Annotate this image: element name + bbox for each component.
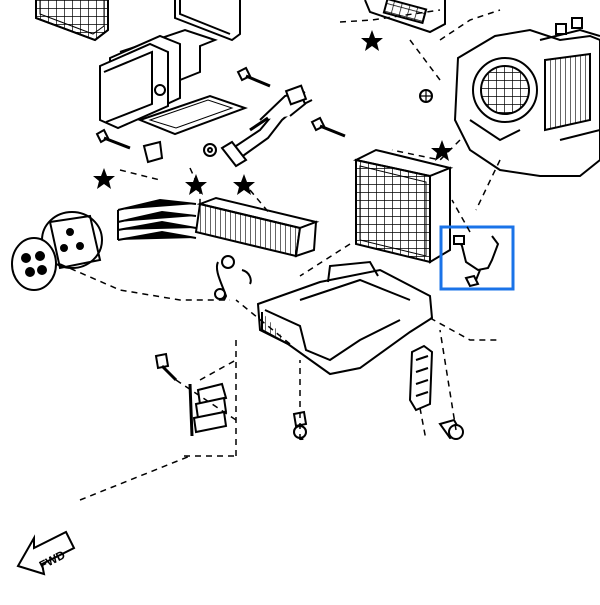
- filter-housing-top: [35, 0, 109, 42]
- blower-motor-disk: [11, 237, 57, 291]
- star-marker-3: [185, 174, 207, 195]
- leader-lines: [59, 9, 501, 501]
- evaporator-core: [353, 148, 454, 264]
- air-filter-panels: [99, 34, 248, 136]
- star-markers: [93, 30, 453, 195]
- clip-cluster: [188, 382, 228, 437]
- drain-fitting: [214, 255, 252, 301]
- star-marker-5: [431, 140, 453, 161]
- lower-bolts: [154, 352, 464, 441]
- temperature-sensor: [453, 235, 500, 288]
- refrigerant-pipes: [220, 84, 313, 168]
- lower-case-housing: [256, 260, 434, 376]
- small-clip: [154, 84, 166, 96]
- side-bracket: [408, 344, 434, 412]
- bolts-upper: [95, 66, 433, 164]
- star-marker-1: [361, 30, 383, 51]
- star-marker-4: [233, 174, 255, 195]
- highlight-box: [439, 225, 515, 291]
- star-marker-2: [93, 168, 115, 189]
- blower-gasket: [41, 211, 103, 270]
- blower-case: [453, 17, 600, 177]
- fwd-arrow: FWD: [16, 530, 76, 576]
- heater-core: [117, 196, 320, 258]
- top-connector: [364, 0, 446, 34]
